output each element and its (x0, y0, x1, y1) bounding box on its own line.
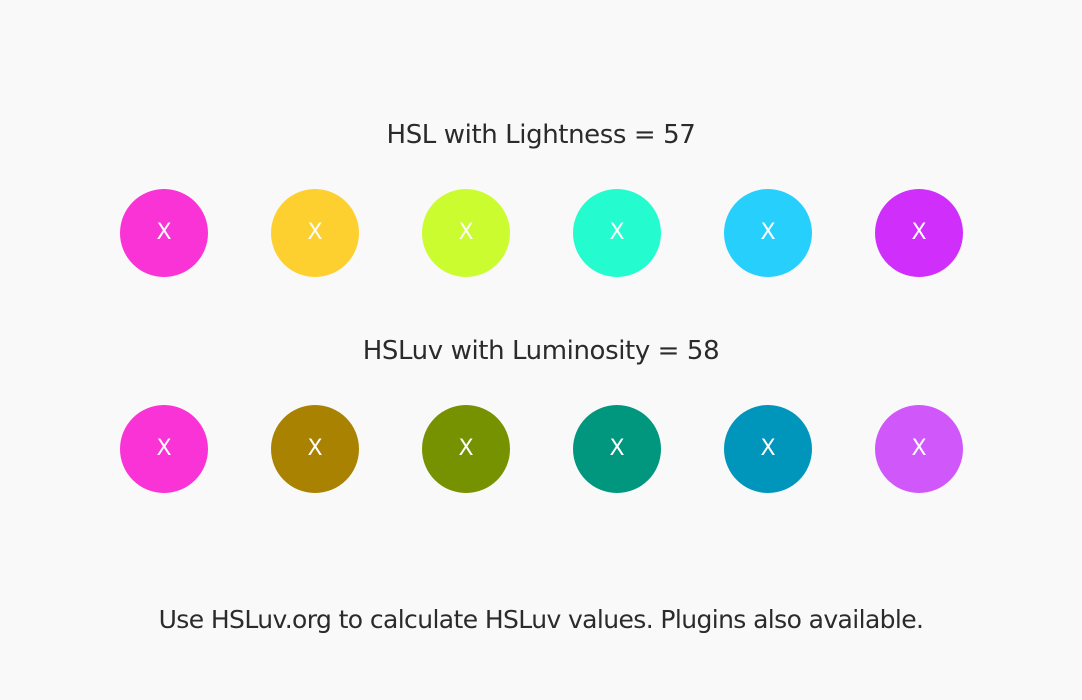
hsluv-swatch-5: X (724, 405, 812, 493)
swatch-label: X (911, 436, 927, 461)
swatch-label: X (760, 220, 776, 245)
hsluv-section-title: HSLuv with Luminosity = 58 (362, 336, 720, 366)
hsluv-swatch-4: X (573, 405, 661, 493)
swatch-label: X (307, 436, 323, 461)
swatch-label: X (307, 220, 323, 245)
swatch-label: X (911, 220, 927, 245)
hsluv-swatch-row: X X X X X X (0, 405, 1082, 493)
hsluv-swatch-2: X (271, 405, 359, 493)
swatch-label: X (609, 436, 625, 461)
hsl-swatch-1: X (120, 189, 208, 277)
swatch-label: X (458, 436, 474, 461)
hsl-swatch-row: X X X X X X (0, 189, 1082, 277)
swatch-label: X (156, 220, 172, 245)
hsl-swatch-4: X (573, 189, 661, 277)
hsl-swatch-5: X (724, 189, 812, 277)
hsl-swatch-2: X (271, 189, 359, 277)
hsluv-swatch-3: X (422, 405, 510, 493)
swatch-label: X (609, 220, 625, 245)
hsluv-swatch-1: X (120, 405, 208, 493)
footer-note: Use HSLuv.org to calculate HSLuv values.… (158, 605, 924, 634)
hsl-swatch-3: X (422, 189, 510, 277)
swatch-label: X (760, 436, 776, 461)
hsl-swatch-6: X (875, 189, 963, 277)
swatch-label: X (458, 220, 474, 245)
hsl-section-title: HSL with Lightness = 57 (386, 120, 696, 150)
hsluv-swatch-6: X (875, 405, 963, 493)
swatch-label: X (156, 436, 172, 461)
